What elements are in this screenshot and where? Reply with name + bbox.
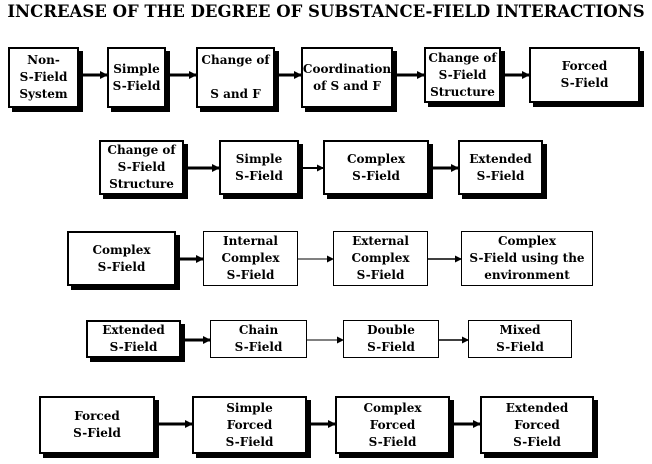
box-mixed-s-field: Mixed S-Field — [468, 320, 572, 358]
box-complex-s-field-environment: Complex S-Field using the environment — [461, 231, 593, 286]
box-forced-s-field-r5: Forced S-Field — [39, 396, 155, 454]
box-internal-complex-s-field: Internal Complex S-Field — [203, 231, 298, 286]
box-complex-s-field-r3: Complex S-Field — [67, 231, 176, 286]
box-extended-s-field-r4: Extended S-Field — [86, 320, 181, 358]
box-forced-s-field-r1: Forced S-Field — [529, 47, 640, 103]
box-external-complex-s-field: External Complex S-Field — [333, 231, 428, 286]
box-coordination-of-s-and-f: Coordination of S and F — [301, 47, 393, 108]
box-change-of-s-and-f: Change of S and F — [196, 47, 275, 108]
box-complex-s-field-r2: Complex S-Field — [323, 140, 429, 195]
diagram-title: INCREASE OF THE DEGREE OF SUBSTANCE-FIEL… — [7, 2, 645, 21]
box-non-s-field-system: Non- S-Field System — [8, 47, 79, 108]
box-extended-s-field-r2: Extended S-Field — [458, 140, 543, 195]
box-simple-s-field-r2: Simple S-Field — [219, 140, 299, 195]
box-simple-s-field-r1: Simple S-Field — [107, 47, 166, 108]
box-change-of-structure-r1: Change of S-Field Structure — [424, 47, 501, 103]
box-extended-forced-s-field: Extended Forced S-Field — [480, 396, 594, 454]
box-simple-forced-s-field: Simple Forced S-Field — [192, 396, 307, 454]
box-chain-s-field: Chain S-Field — [210, 320, 307, 358]
box-complex-forced-s-field: Complex Forced S-Field — [335, 396, 450, 454]
box-double-s-field: Double S-Field — [343, 320, 439, 358]
box-change-of-structure-r2: Change of S-Field Structure — [99, 140, 184, 195]
